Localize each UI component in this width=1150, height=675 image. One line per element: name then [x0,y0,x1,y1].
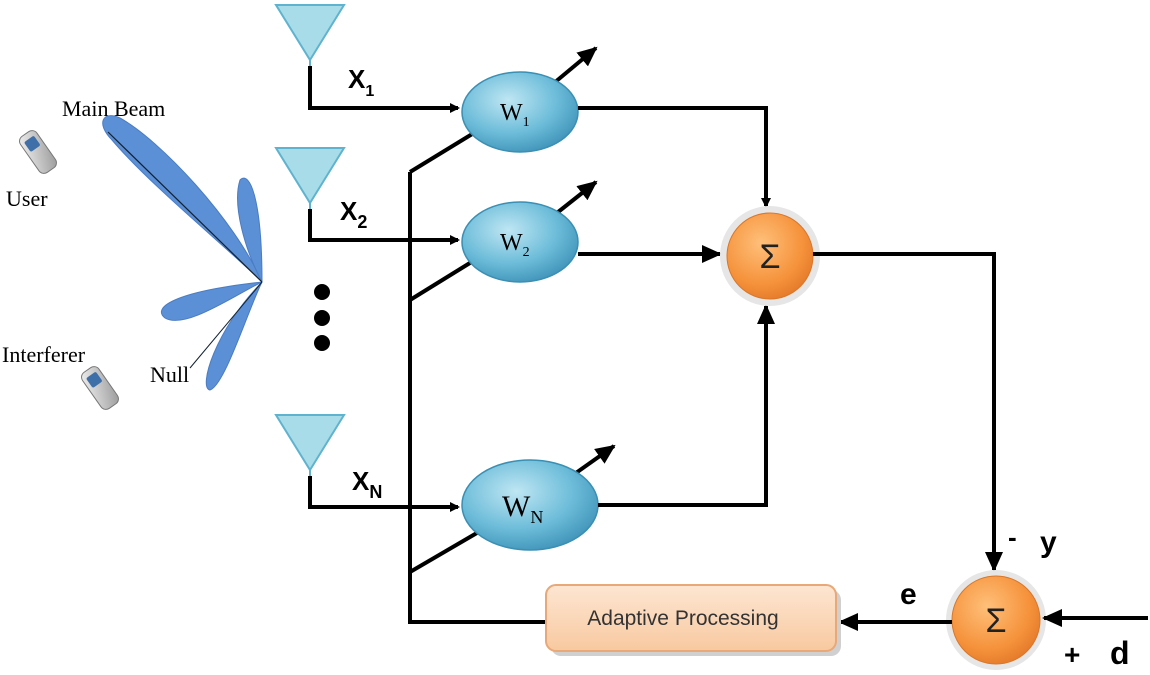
input-wire-n [308,476,460,512]
side-lobe-left [160,281,263,321]
input-wire-2 [308,209,460,245]
input-label-2: X2 [340,196,367,232]
svg-text:X1: X1 [348,64,374,100]
y-sign: - [1008,522,1017,552]
user-phone-icon [19,130,57,174]
antenna-icon-2 [274,147,346,211]
interferer-label: Interferer [2,342,86,367]
e-label: e [900,578,917,611]
user-label: User [6,186,48,211]
antenna-icon-n [274,414,346,478]
side-lobe-lower [205,281,263,391]
null-label: Null [150,362,189,387]
summer-1-symbol: Σ [759,238,780,276]
weight-label-n: WN [502,490,543,527]
main-lobe [102,115,263,283]
svg-text:XN: XN [352,466,382,502]
ellipsis-dot [314,284,330,300]
input-label-n: XN [352,466,382,502]
ellipsis-dot [314,310,330,326]
ellipsis-dot [314,335,330,351]
feedback-bus [408,172,547,624]
input-wire-1 [308,66,460,113]
output-wire-1 [578,106,771,208]
d-label: d [1110,635,1130,671]
main-beam-axis [107,131,263,283]
y-wire [813,252,1003,572]
main-beam-label: Main Beam [62,96,165,121]
side-lobe-upper [237,177,263,283]
antenna-icon-1 [274,4,346,68]
weight-label-1: W1 [500,100,530,130]
interferer-phone-icon [81,366,119,410]
weight-control-1 [408,126,484,174]
adaptive-processing-block [545,584,837,652]
summer-2-symbol: Σ [985,602,1006,640]
input-label-1: X1 [348,64,374,100]
weight-label-2: W2 [500,230,530,260]
weight-control-2 [408,256,480,302]
svg-text:X2: X2 [340,196,367,232]
adaptive-processing-label: Adaptive Processing [587,607,778,630]
null-pointer [189,281,263,369]
weight-control-n [408,528,484,574]
weight-node-1 [461,71,579,153]
y-label: y [1040,526,1057,559]
weight-node-2 [461,201,579,283]
output-wire-n [598,304,775,507]
d-sign: + [1064,639,1080,670]
beam-pattern [102,115,263,391]
